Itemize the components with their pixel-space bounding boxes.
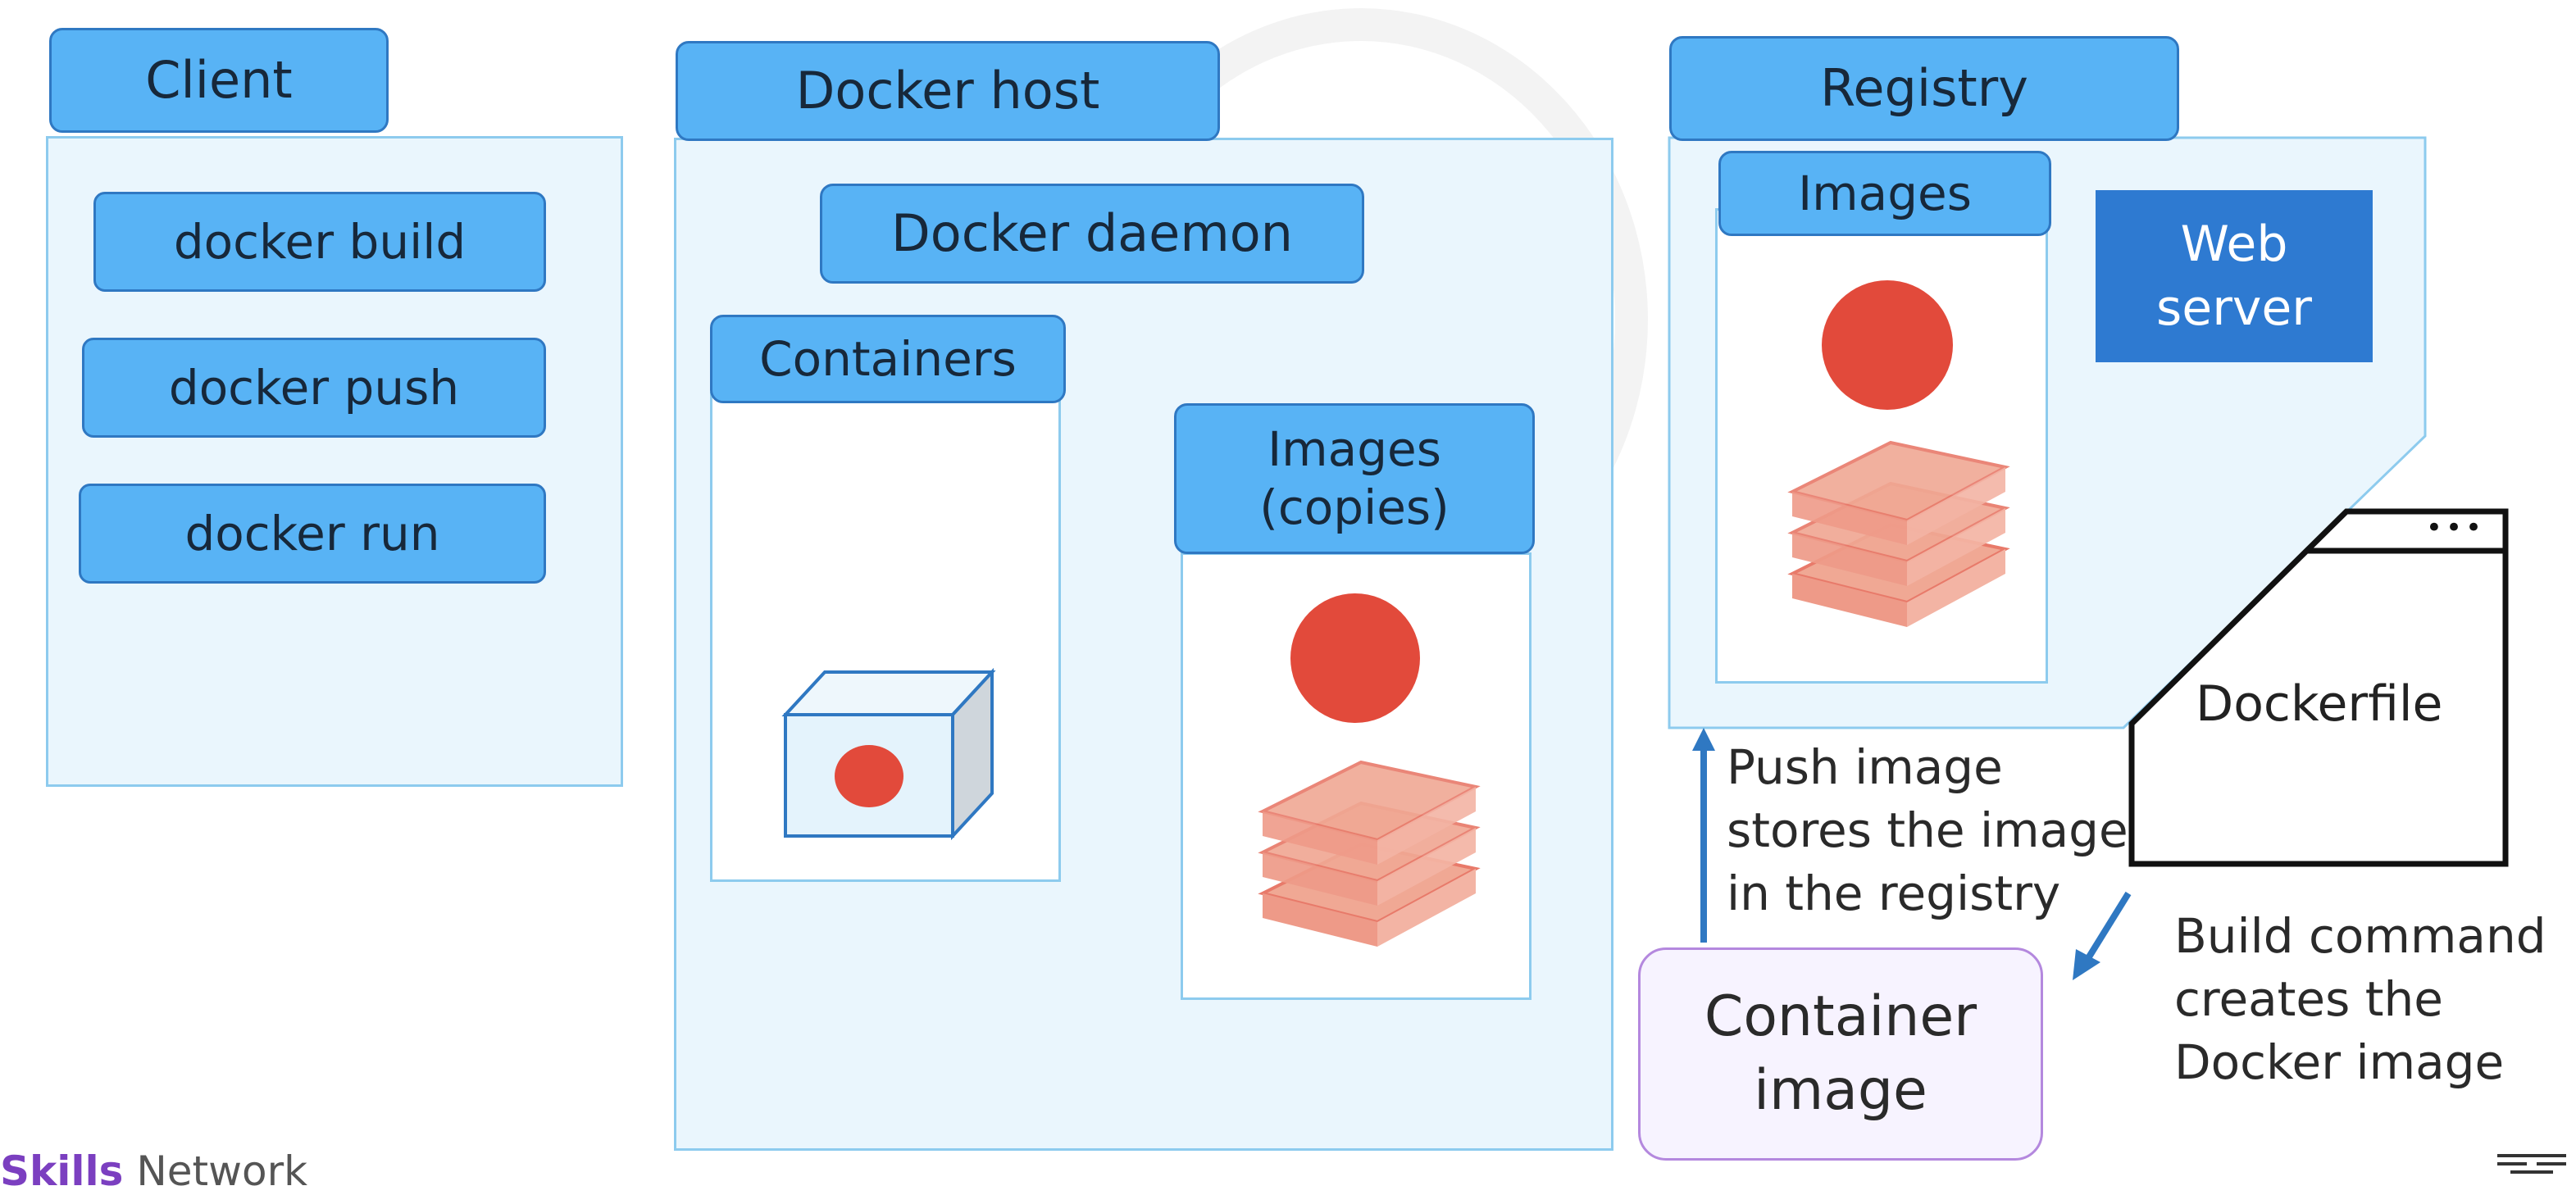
container-image-box: Container image: [1638, 947, 2043, 1161]
container-cube-icon: [781, 667, 996, 841]
arrow-up-icon: [1692, 728, 1715, 943]
skills-network-logo: Skills Network: [0, 1147, 307, 1195]
registry-image-layers-icon: [1787, 440, 2010, 627]
client-title: Client: [49, 28, 389, 133]
host-image-circle-icon: [1290, 593, 1420, 723]
containers-title: Containers: [710, 315, 1066, 403]
web-server-box: Web server: [2096, 190, 2373, 362]
dockerfile-label: Dockerfile: [2196, 675, 2443, 733]
dockerfile-dots: •••: [2425, 511, 2486, 544]
docker-build-command: docker build: [93, 192, 546, 292]
docker-push-command: docker push: [82, 338, 546, 438]
registry-title: Registry: [1669, 36, 2179, 141]
browser-window-icon: [2128, 508, 2509, 867]
docker-run-command: docker run: [79, 484, 546, 584]
docker-host-title: Docker host: [676, 41, 1220, 141]
brand-rest: Network: [123, 1147, 308, 1195]
docker-daemon-box: Docker daemon: [820, 184, 1364, 284]
arrow-down-left-icon: [2073, 891, 2132, 980]
corner-watermark-icon: [2497, 1154, 2566, 1174]
registry-image-circle-icon: [1822, 280, 1953, 410]
host-image-layers-icon: [1258, 760, 1481, 947]
registry-images-title: Images: [1718, 151, 2051, 236]
host-images-title: Images (copies): [1174, 403, 1535, 554]
build-command-label: Build command creates the Docker image: [2174, 908, 2546, 1091]
brand-bold: Skills: [0, 1147, 124, 1195]
push-image-label: Push image stores the image in the regis…: [1727, 739, 2128, 922]
